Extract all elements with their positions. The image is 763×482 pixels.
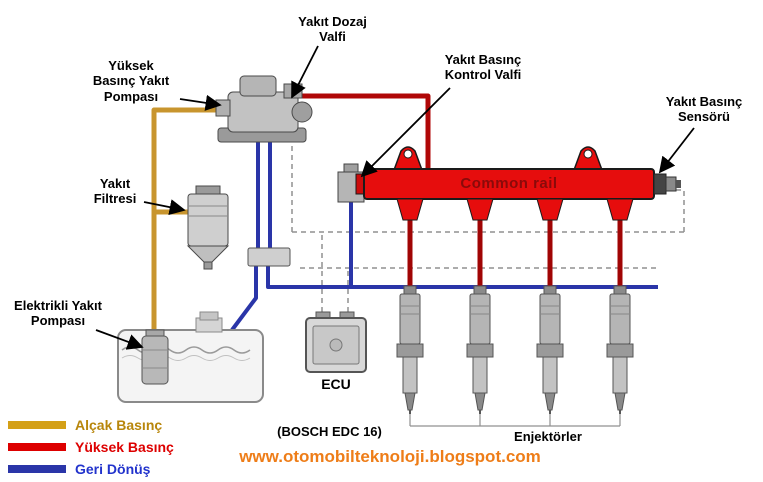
legend-item-low-pressure: Alçak Basınç [8,414,174,436]
return-label: Geri Dönüş [75,461,151,477]
junction-block [247,247,291,267]
high-pressure-label: Yüksek Basınç [75,439,174,455]
ecu-unit [305,311,367,373]
pressure-control-valve-label: Yakıt Basınç Kontrol Valfi [444,52,522,83]
system-name-label: (BOSCH EDC 16) [277,424,382,439]
electric-pump-label: Elektrikli Yakıt Pompası [14,298,102,329]
low-pressure-swatch [8,421,66,429]
pressure-control-valve-arrow [360,87,451,178]
injectors-label: Enjektörler [514,429,582,444]
dosing-valve-label: Yakıt Dozaj Valfi [298,14,367,45]
fuel-filter [186,185,230,270]
electric-fuel-pump [141,329,169,385]
pressure-sensor-label: Yakıt Basınç Sensörü [665,94,743,125]
high-pressure-swatch [8,443,66,451]
fuel-filter-label: Yakıt Filtresi [93,176,137,207]
injector-3 [536,285,564,414]
return-swatch [8,465,66,473]
high-pressure-line [302,93,431,168]
hp-pump-arrow [179,94,222,111]
fuel-filter-arrow [143,199,186,216]
high-pressure-pump [215,75,313,143]
legend: Alçak Basınç Yüksek Basınç Geri Dönüş [8,414,174,480]
legend-item-return: Geri Dönüş [8,458,174,480]
pressure-sensor-arrow [658,127,695,174]
injector-supply-tubes [396,198,634,292]
injector-2 [466,285,494,414]
legend-item-high-pressure: Yüksek Basınç [8,436,174,458]
ecu-label: ECU [321,376,351,392]
hp-pump-label: Yüksek Basınç Yakıt Pompası [92,58,170,104]
electric-pump-arrow [95,329,144,350]
dosing-valve-arrow [291,45,319,99]
fuel-pressure-sensor [653,173,681,195]
return-line [230,122,658,332]
injector-1 [396,285,424,414]
common-rail-label: Common rail [460,175,558,192]
low-pressure-label: Alçak Basınç [75,417,163,433]
label-arrows [95,45,695,350]
common-rail [355,146,655,200]
injector-bracket [409,414,621,427]
website-watermark: www.otomobilteknoloji.blogspot.com [239,447,541,466]
fuel-tank [117,311,264,403]
injector-4 [606,285,634,414]
